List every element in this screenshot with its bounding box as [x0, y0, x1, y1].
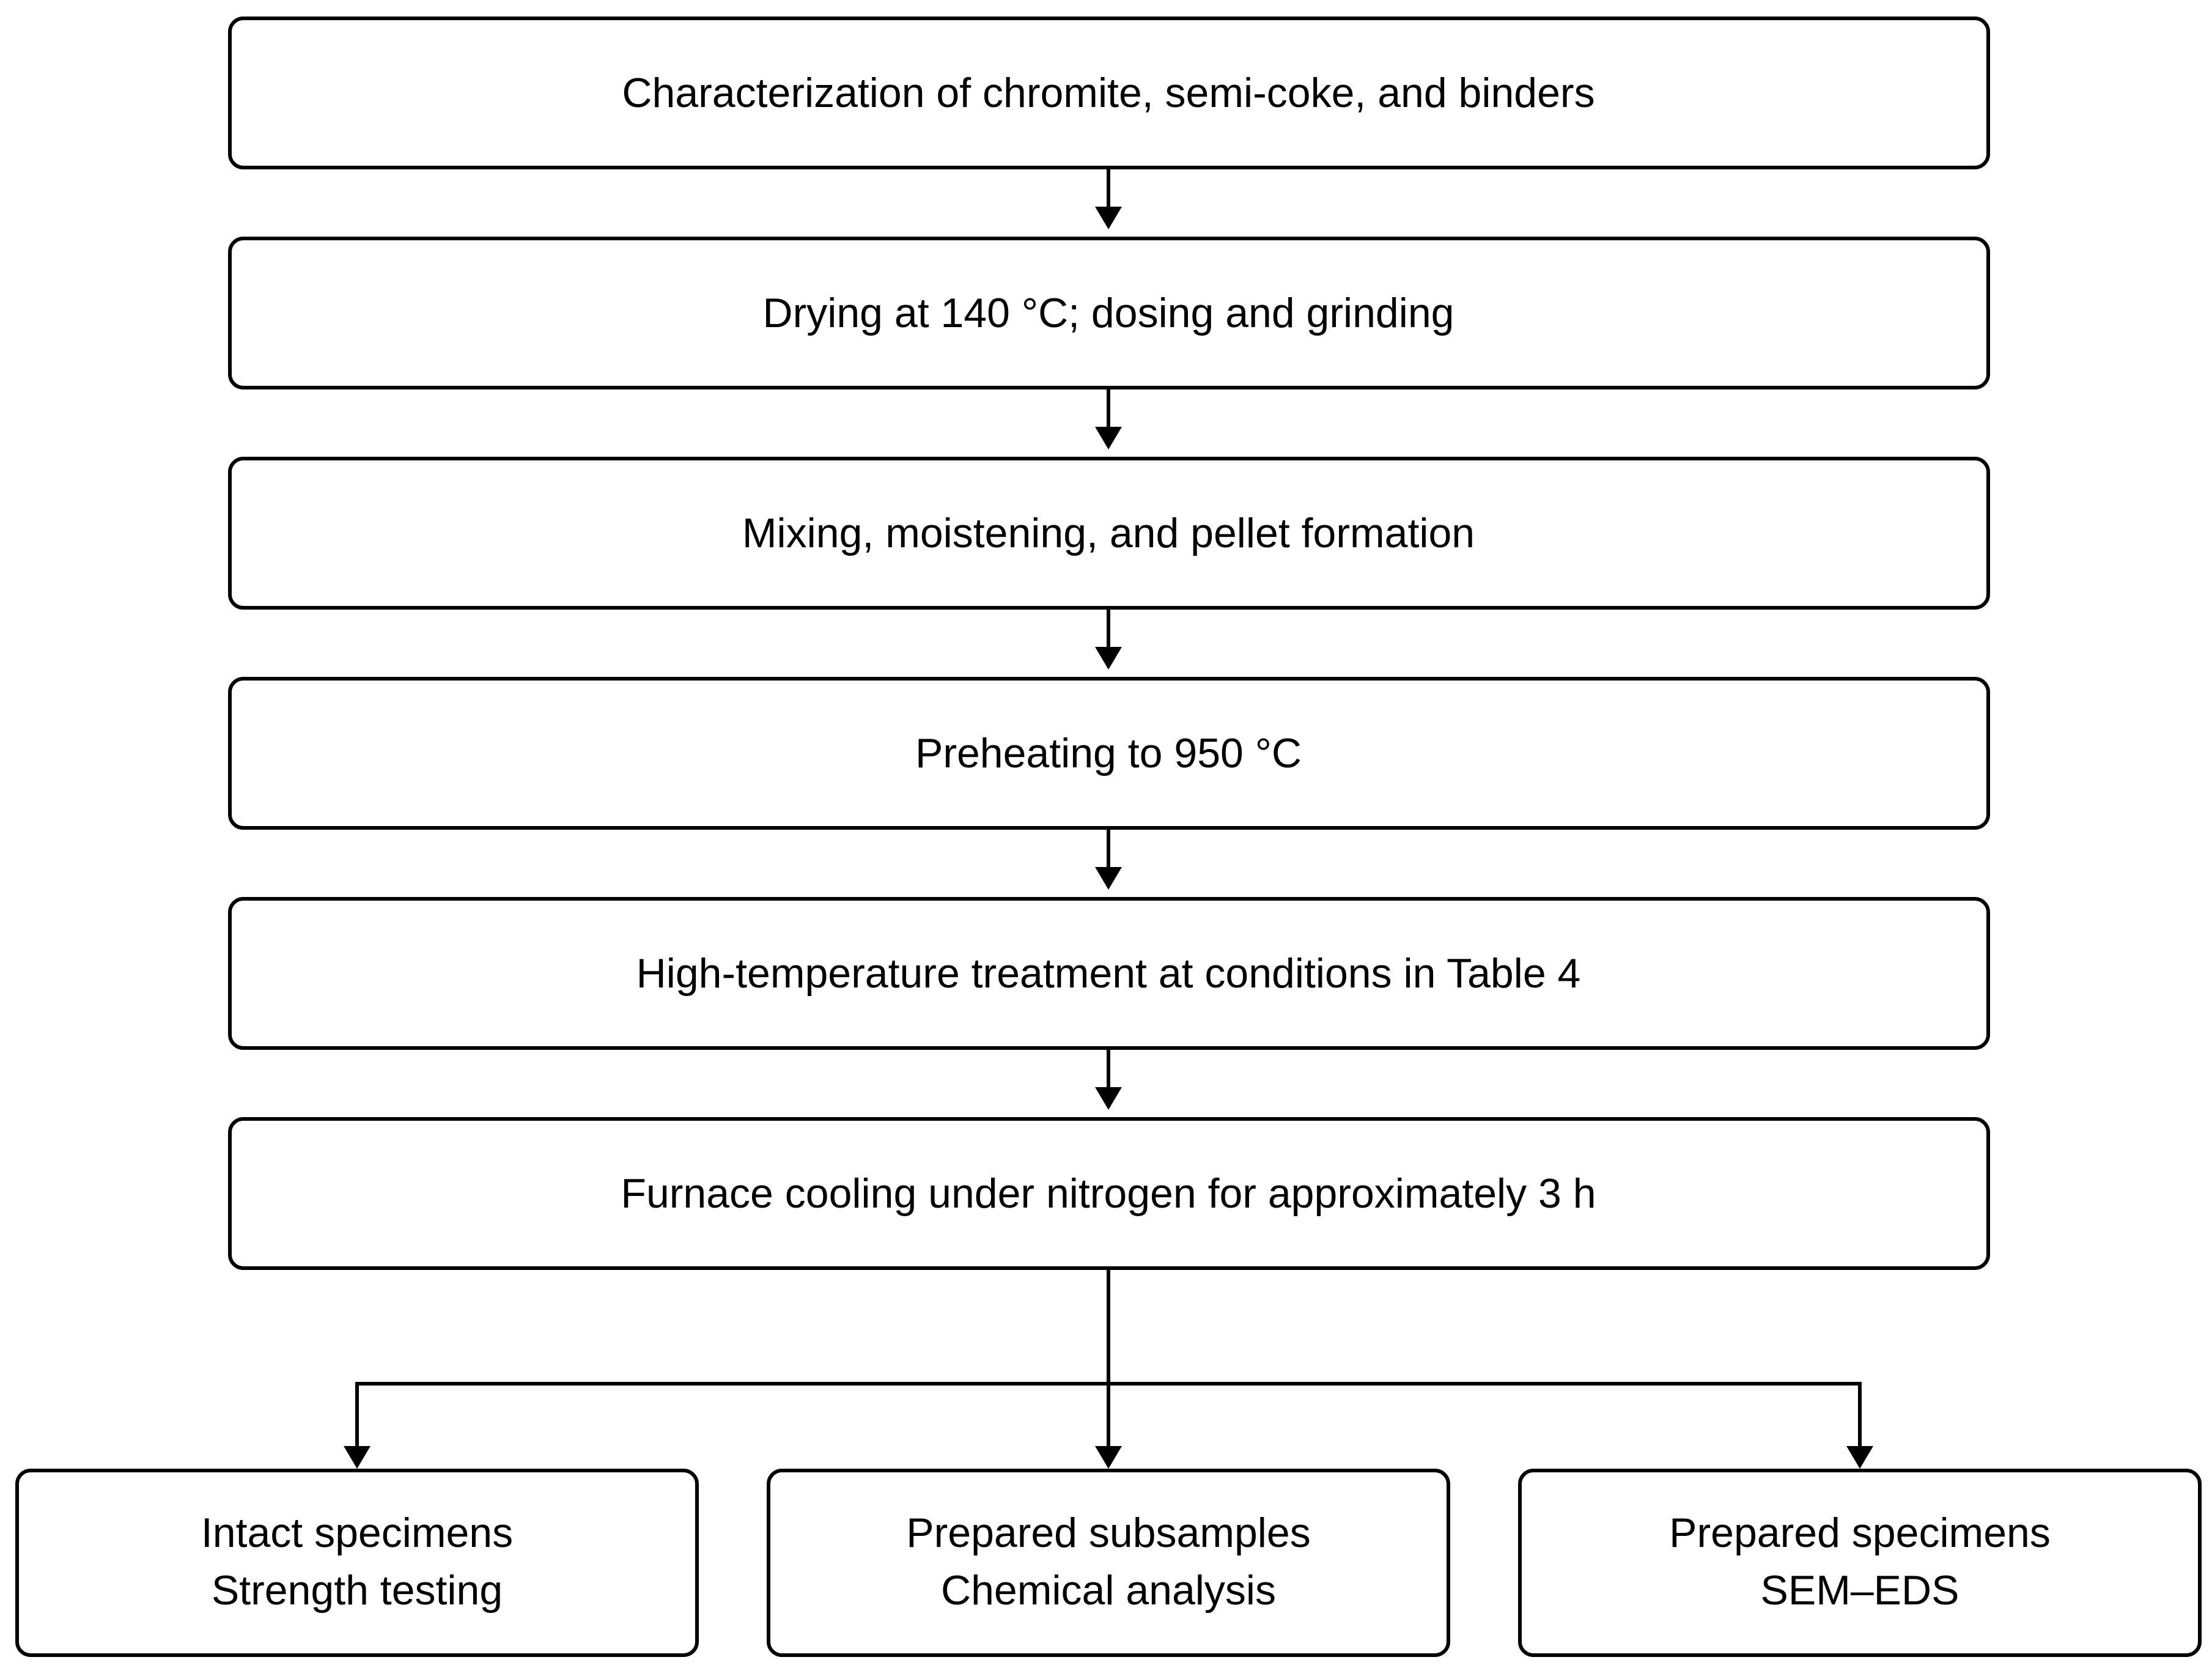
output-line2: SEM–EDS [1761, 1567, 1959, 1614]
arrow-step2-to-step3 [1095, 388, 1122, 449]
output-box [767, 1469, 1450, 1657]
output-strength-testing: Intact specimens Strength testing [15, 1469, 699, 1657]
step-label: Furnace cooling under nitrogen for appro… [621, 1170, 1596, 1217]
step-characterization: Characterization of chromite, semi-coke,… [228, 17, 1990, 169]
output-line2: Chemical analysis [941, 1567, 1276, 1614]
step-mixing: Mixing, moistening, and pellet formation [228, 457, 1990, 610]
step-furnace-cooling: Furnace cooling under nitrogen for appro… [228, 1117, 1990, 1270]
output-line2: Strength testing [212, 1567, 503, 1614]
output-chemical-analysis: Prepared subsamples Chemical analysis [767, 1469, 1450, 1657]
arrow-step3-to-step4 [1095, 608, 1122, 670]
step-preheating: Preheating to 950 °C [228, 677, 1990, 830]
arrow-step1-to-step2 [1095, 168, 1122, 229]
step-label: Drying at 140 °C; dosing and grinding [763, 290, 1454, 336]
step-high-temperature-treatment: High-temperature treatment at conditions… [228, 897, 1990, 1050]
arrowhead-center [1095, 1446, 1122, 1469]
output-line1: Prepared specimens [1669, 1510, 2051, 1556]
arrowhead-right [1846, 1446, 1873, 1469]
output-line1: Intact specimens [201, 1510, 513, 1556]
arrowhead-left [344, 1446, 371, 1469]
branch-connectors [344, 1268, 1873, 1469]
output-box [1518, 1469, 2202, 1657]
arrow-step5-to-step6 [1095, 1048, 1122, 1110]
output-line1: Prepared subsamples [906, 1510, 1310, 1556]
output-box [15, 1469, 699, 1657]
step-label: Characterization of chromite, semi-coke,… [622, 70, 1594, 116]
step-label: High-temperature treatment at conditions… [636, 950, 1581, 997]
step-drying: Drying at 140 °C; dosing and grinding [228, 237, 1990, 389]
output-sem-eds: Prepared specimens SEM–EDS [1518, 1469, 2202, 1657]
step-label: Mixing, moistening, and pellet formation [742, 510, 1475, 556]
arrow-step4-to-step5 [1095, 828, 1122, 890]
step-label: Preheating to 950 °C [915, 730, 1302, 777]
